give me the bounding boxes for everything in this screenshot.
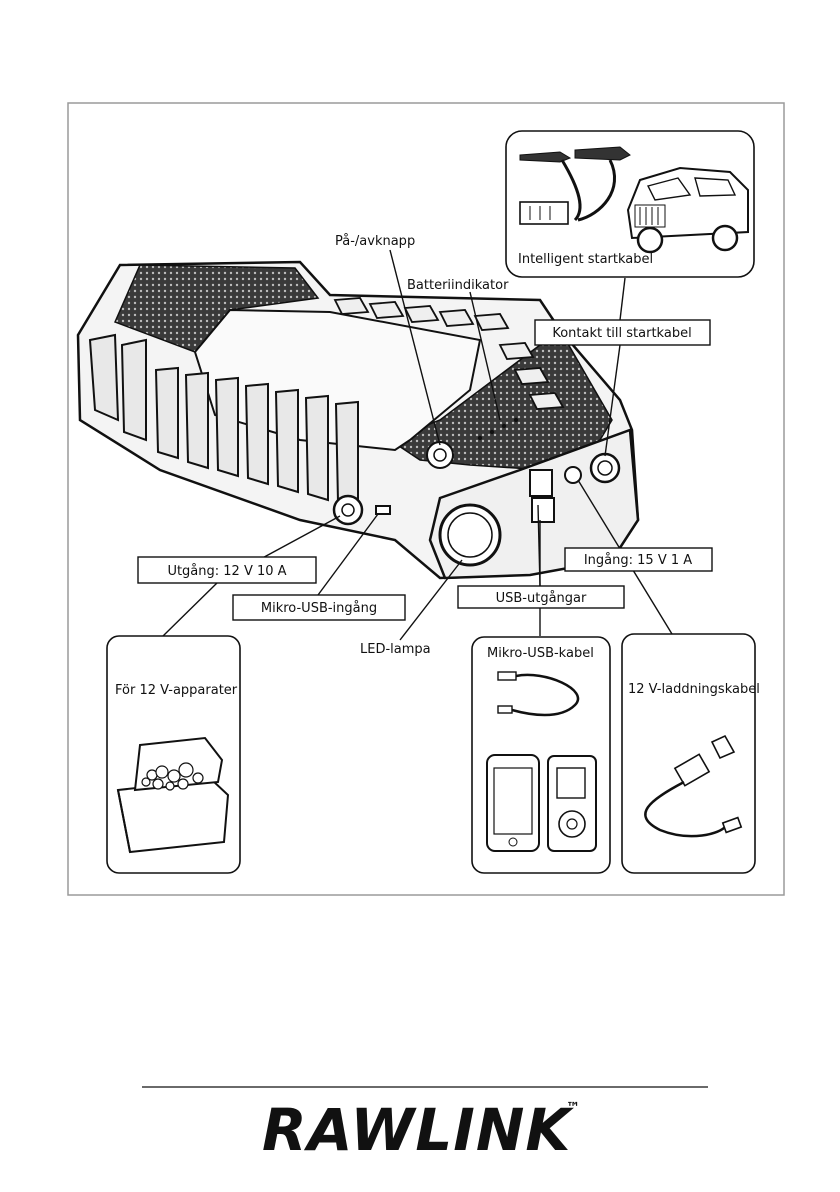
brand-logo: RAWLINK <box>262 1096 574 1164</box>
label-box-usb-outputs: USB-utgångar <box>458 586 624 608</box>
label-led-lamp: LED-lampa <box>360 642 431 657</box>
label-power-button: På-/avknapp <box>335 234 415 249</box>
usb-port-graphic <box>530 470 552 496</box>
led-lamp-graphic <box>440 505 500 565</box>
jump-connector-graphic <box>591 454 619 482</box>
output-12v-port-graphic <box>334 496 362 524</box>
micro-usb-port-graphic <box>376 506 390 514</box>
brand-trademark: ™ <box>566 1100 580 1116</box>
inset-smart-jump-cable: Intelligent startkabel <box>506 131 754 277</box>
inset-12v-devices: För 12 V-apparater <box>107 636 240 873</box>
label-box-micro-usb-input: Mikro-USB-ingång <box>233 595 405 620</box>
inset-12v-charging-cable: 12 V-laddningskabel <box>622 634 760 873</box>
label-12v-devices: För 12 V-apparater <box>115 683 238 698</box>
label-box-jump-connector: Kontakt till startkabel <box>535 320 710 345</box>
label-smart-jump-cable: Intelligent startkabel <box>518 252 653 267</box>
label-battery-indicator: Batteriindikator <box>407 278 509 293</box>
power-button-graphic <box>427 442 453 468</box>
jump-starter-device <box>78 262 638 578</box>
inset-micro-usb-cable: Mikro-USB-kabel <box>472 637 610 873</box>
svg-text:Mikro-USB-ingång: Mikro-USB-ingång <box>261 601 377 616</box>
label-box-input-15v: Ingång: 15 V 1 A <box>565 548 712 571</box>
svg-text:Ingång: 15 V 1 A: Ingång: 15 V 1 A <box>584 553 692 568</box>
svg-text:Kontakt till startkabel: Kontakt till startkabel <box>552 326 691 341</box>
label-micro-usb-cable: Mikro-USB-kabel <box>487 646 594 661</box>
svg-text:Utgång: 12 V 10 A: Utgång: 12 V 10 A <box>167 564 286 579</box>
svg-text:USB-utgångar: USB-utgångar <box>496 591 587 606</box>
label-box-output-12v: Utgång: 12 V 10 A <box>138 557 316 583</box>
label-12v-charging-cable: 12 V-laddningskabel <box>628 682 760 697</box>
